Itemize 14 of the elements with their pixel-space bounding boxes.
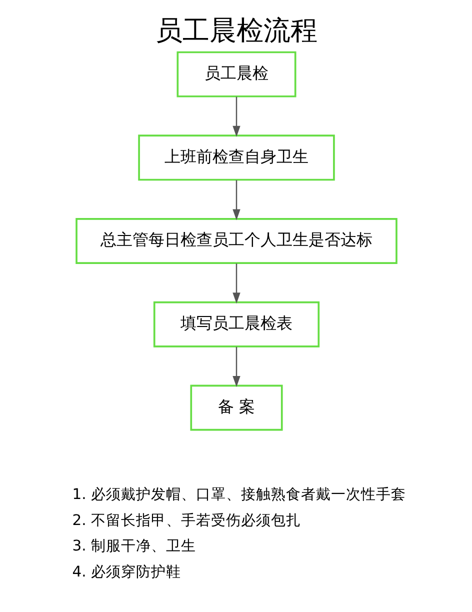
node-box: 员工晨检 bbox=[176, 51, 296, 98]
node-box: 备 案 bbox=[190, 384, 282, 431]
arrow bbox=[232, 346, 240, 387]
node-box: 填写员工晨检表 bbox=[152, 301, 320, 348]
label: 2. 不留长指甲、手若受伤必须包扎 bbox=[72, 512, 300, 529]
node-box: 总主管每日检查员工个人卫生是否达标 bbox=[75, 218, 397, 264]
label: 3. 制服干净、卫生 bbox=[72, 538, 196, 555]
label: 4. 必须穿防护鞋 bbox=[72, 563, 180, 580]
arrow bbox=[232, 96, 240, 137]
arrow bbox=[232, 264, 240, 304]
node-box: 上班前检查自身卫生 bbox=[138, 134, 334, 181]
diagram-title: 员工晨检流程 bbox=[155, 15, 317, 46]
label: 1. 必须戴护发帽、口罩、接触熟食者戴一次性手套 bbox=[72, 486, 406, 504]
arrow bbox=[232, 180, 240, 220]
